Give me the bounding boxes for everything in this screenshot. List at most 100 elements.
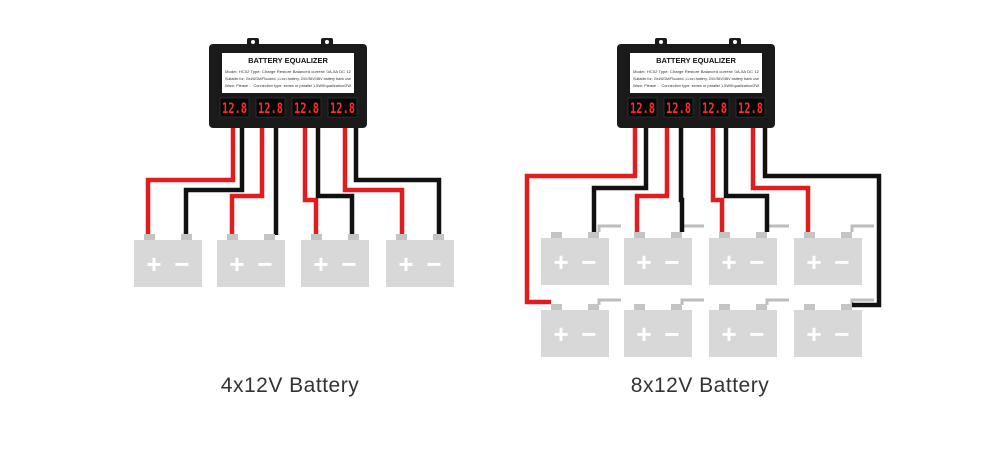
device-title: BATTERY EQUALIZER [248, 56, 328, 65]
negative-symbol: − [664, 319, 679, 349]
negative-terminal [433, 234, 444, 241]
battery-4: +− [386, 234, 454, 287]
device-spec-line: Model: HC02 Type: Charge Restore Balance… [225, 70, 351, 74]
device-title: BATTERY EQUALIZER [656, 56, 736, 65]
positive-wire-2 [634, 124, 670, 232]
positive-symbol: + [313, 249, 328, 279]
negative-wire-2 [678, 124, 685, 232]
positive-terminal [311, 234, 322, 241]
voltage-display [627, 97, 658, 118]
series-link [597, 224, 621, 232]
positive-wire-1 [524, 124, 638, 305]
device-label [630, 53, 762, 93]
series-link [765, 224, 789, 232]
device-spec-line: Warn: Please ... Connection type: series… [633, 84, 759, 88]
positive-symbol: + [636, 247, 651, 277]
negative-symbol: − [581, 247, 596, 277]
voltage-display [327, 97, 358, 118]
positive-terminal [227, 234, 238, 241]
caption-4x12v: 4x12V Battery [220, 374, 360, 397]
positive-terminal [719, 232, 730, 239]
battery-top-1: +− [541, 232, 609, 285]
negative-symbol: − [834, 247, 849, 277]
positive-wire-4 [750, 124, 811, 232]
voltage-reading: 12.8 [330, 101, 355, 117]
voltage-reading: 12.8 [702, 101, 727, 117]
positive-terminal [634, 304, 645, 311]
negative-wire-1 [591, 124, 649, 232]
voltage-reading: 12.8 [258, 101, 283, 117]
battery-2: +− [217, 234, 285, 287]
negative-terminal [671, 232, 682, 239]
series-link [850, 224, 874, 232]
caption-8x12v: 8x12V Battery [630, 374, 770, 397]
positive-terminal [719, 304, 730, 311]
voltage-reading: 12.8 [630, 101, 655, 117]
battery-case [624, 238, 692, 285]
series-link [765, 298, 789, 305]
negative-terminal [841, 232, 852, 239]
positive-wire-3 [710, 124, 725, 232]
positive-wire-1 [145, 124, 236, 235]
positive-terminal [804, 304, 815, 311]
mounting-hole [251, 40, 255, 44]
battery-case [541, 238, 609, 285]
voltage-reading: 12.8 [738, 101, 763, 117]
series-link [680, 298, 704, 305]
negative-terminal [348, 234, 359, 241]
negative-symbol: − [426, 249, 441, 279]
positive-terminal [144, 234, 155, 241]
negative-wire-3 [315, 124, 355, 235]
positive-symbol: + [636, 319, 651, 349]
device-spec-line: Warn: Please ... Connection type: series… [225, 84, 351, 88]
device-label [222, 53, 354, 93]
battery-bottom-2: +− [624, 304, 692, 357]
negative-symbol: − [581, 319, 596, 349]
battery-bottom-1: +− [541, 304, 609, 357]
voltage-display [255, 97, 286, 118]
negative-symbol: − [664, 247, 679, 277]
voltage-reading: 12.8 [222, 101, 247, 117]
battery-1: +− [134, 234, 202, 287]
positive-terminal [396, 234, 407, 241]
battery-bank-8: +−+−+−+−+−+−+−+− [541, 232, 862, 357]
voltage-display [735, 97, 766, 118]
positive-symbol: + [721, 247, 736, 277]
negative-wire-4 [762, 124, 882, 308]
battery-top-3: +− [709, 232, 777, 285]
voltage-display [219, 97, 250, 118]
positive-terminal [551, 304, 562, 311]
device-spec-line: Suitable for: Gel/AGM/Flooded, Li-ion ba… [225, 77, 351, 81]
battery-top-4: +− [794, 232, 862, 285]
equalizer-devices: BATTERY EQUALIZER Model: HC02 Type: Charg… [209, 38, 775, 128]
battery-bottom-3: +− [709, 304, 777, 357]
positive-wire-4 [342, 124, 405, 235]
battery-case [301, 240, 369, 287]
battery-case [709, 310, 777, 357]
battery-case [794, 310, 862, 357]
negative-wire-4 [353, 124, 442, 235]
battery-case [541, 310, 609, 357]
voltage-reading: 12.8 [294, 101, 319, 117]
positive-wire-2 [229, 124, 265, 235]
positive-symbol: + [806, 319, 821, 349]
equalizer-device: BATTERY EQUALIZER Model: HC02 Type: Charg… [209, 38, 367, 128]
battery-case [794, 238, 862, 285]
negative-symbol: − [174, 249, 189, 279]
voltage-display [663, 97, 694, 118]
negative-terminal [756, 232, 767, 239]
positive-wire-3 [302, 124, 319, 235]
voltage-display [699, 97, 730, 118]
negative-symbol: − [749, 319, 764, 349]
mounting-hole [325, 40, 329, 44]
positive-symbol: + [146, 249, 161, 279]
negative-terminal [756, 304, 767, 311]
positive-terminal [551, 232, 562, 239]
device-spec-line: Suitable for: Gel/AGM/Flooded, Li-ion ba… [633, 77, 759, 81]
negative-terminal [588, 232, 599, 239]
negative-terminal [181, 234, 192, 241]
mounting-hole [659, 40, 663, 44]
negative-symbol: − [834, 319, 849, 349]
positive-terminal [634, 232, 645, 239]
